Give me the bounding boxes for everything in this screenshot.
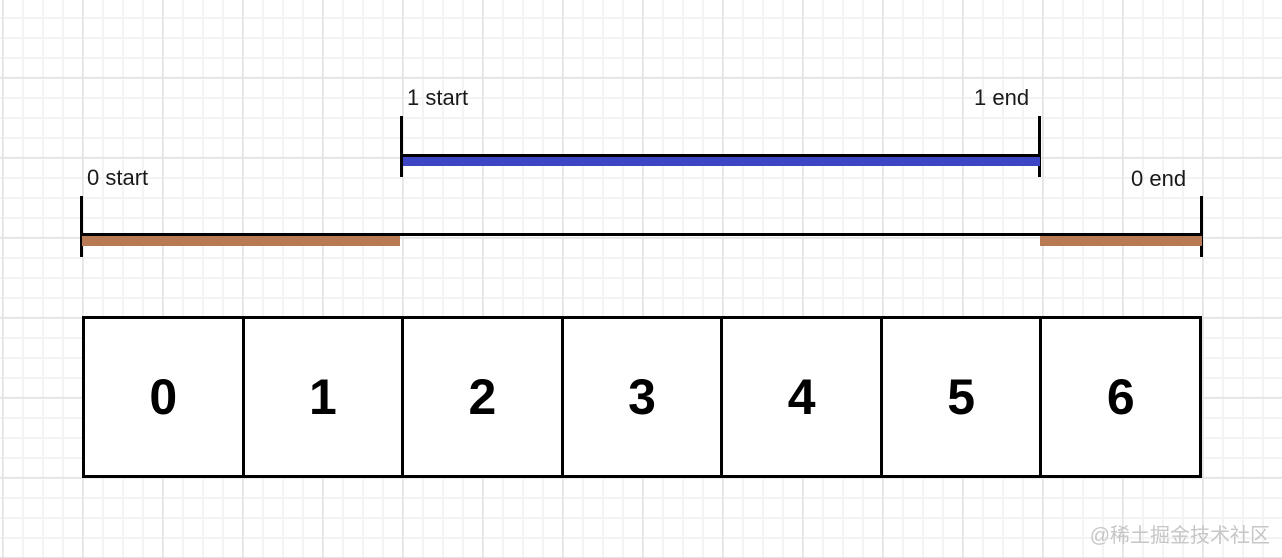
watermark: @稀土掘金技术社区 (1089, 525, 1270, 547)
array-cell-value: 3 (628, 369, 656, 425)
interval-0-end-label: 0 end (1131, 166, 1187, 191)
array-cell-value: 2 (468, 369, 497, 425)
interval-0-highlight-bar-right (1040, 236, 1202, 246)
array-cell-1: 1 (245, 319, 405, 475)
array-cell-3: 3 (564, 319, 724, 475)
array-cell-2: 2 (404, 319, 564, 475)
interval-0-start-label: 0 start (87, 165, 149, 190)
array-cell-6: 6 (1042, 319, 1199, 475)
interval-1-line (402, 154, 1040, 157)
array-row: 0 1 2 3 4 5 6 (82, 316, 1202, 478)
array-cell-value: 6 (1106, 369, 1135, 425)
interval-0-start-tick (80, 196, 83, 257)
interval-1-end-tick (1038, 116, 1041, 177)
array-cell-4: 4 (723, 319, 883, 475)
interval-1-end-label: 1 end (974, 85, 1030, 110)
array-cell-value: 1 (308, 369, 337, 425)
array-cell-value: 4 (787, 369, 816, 425)
interval-1-start-tick (400, 116, 403, 177)
interval-0-end-tick (1200, 196, 1203, 257)
array-cell-value: 5 (947, 369, 976, 425)
interval-1-start-label: 1 start (407, 85, 469, 110)
interval-0-line (82, 233, 1202, 236)
interval-0-highlight-bar-left (82, 236, 400, 246)
interval-1-highlight-bar (403, 157, 1040, 166)
array-cell-value: 0 (149, 369, 178, 425)
array-cell-5: 5 (883, 319, 1043, 475)
array-cell-0: 0 (85, 319, 245, 475)
